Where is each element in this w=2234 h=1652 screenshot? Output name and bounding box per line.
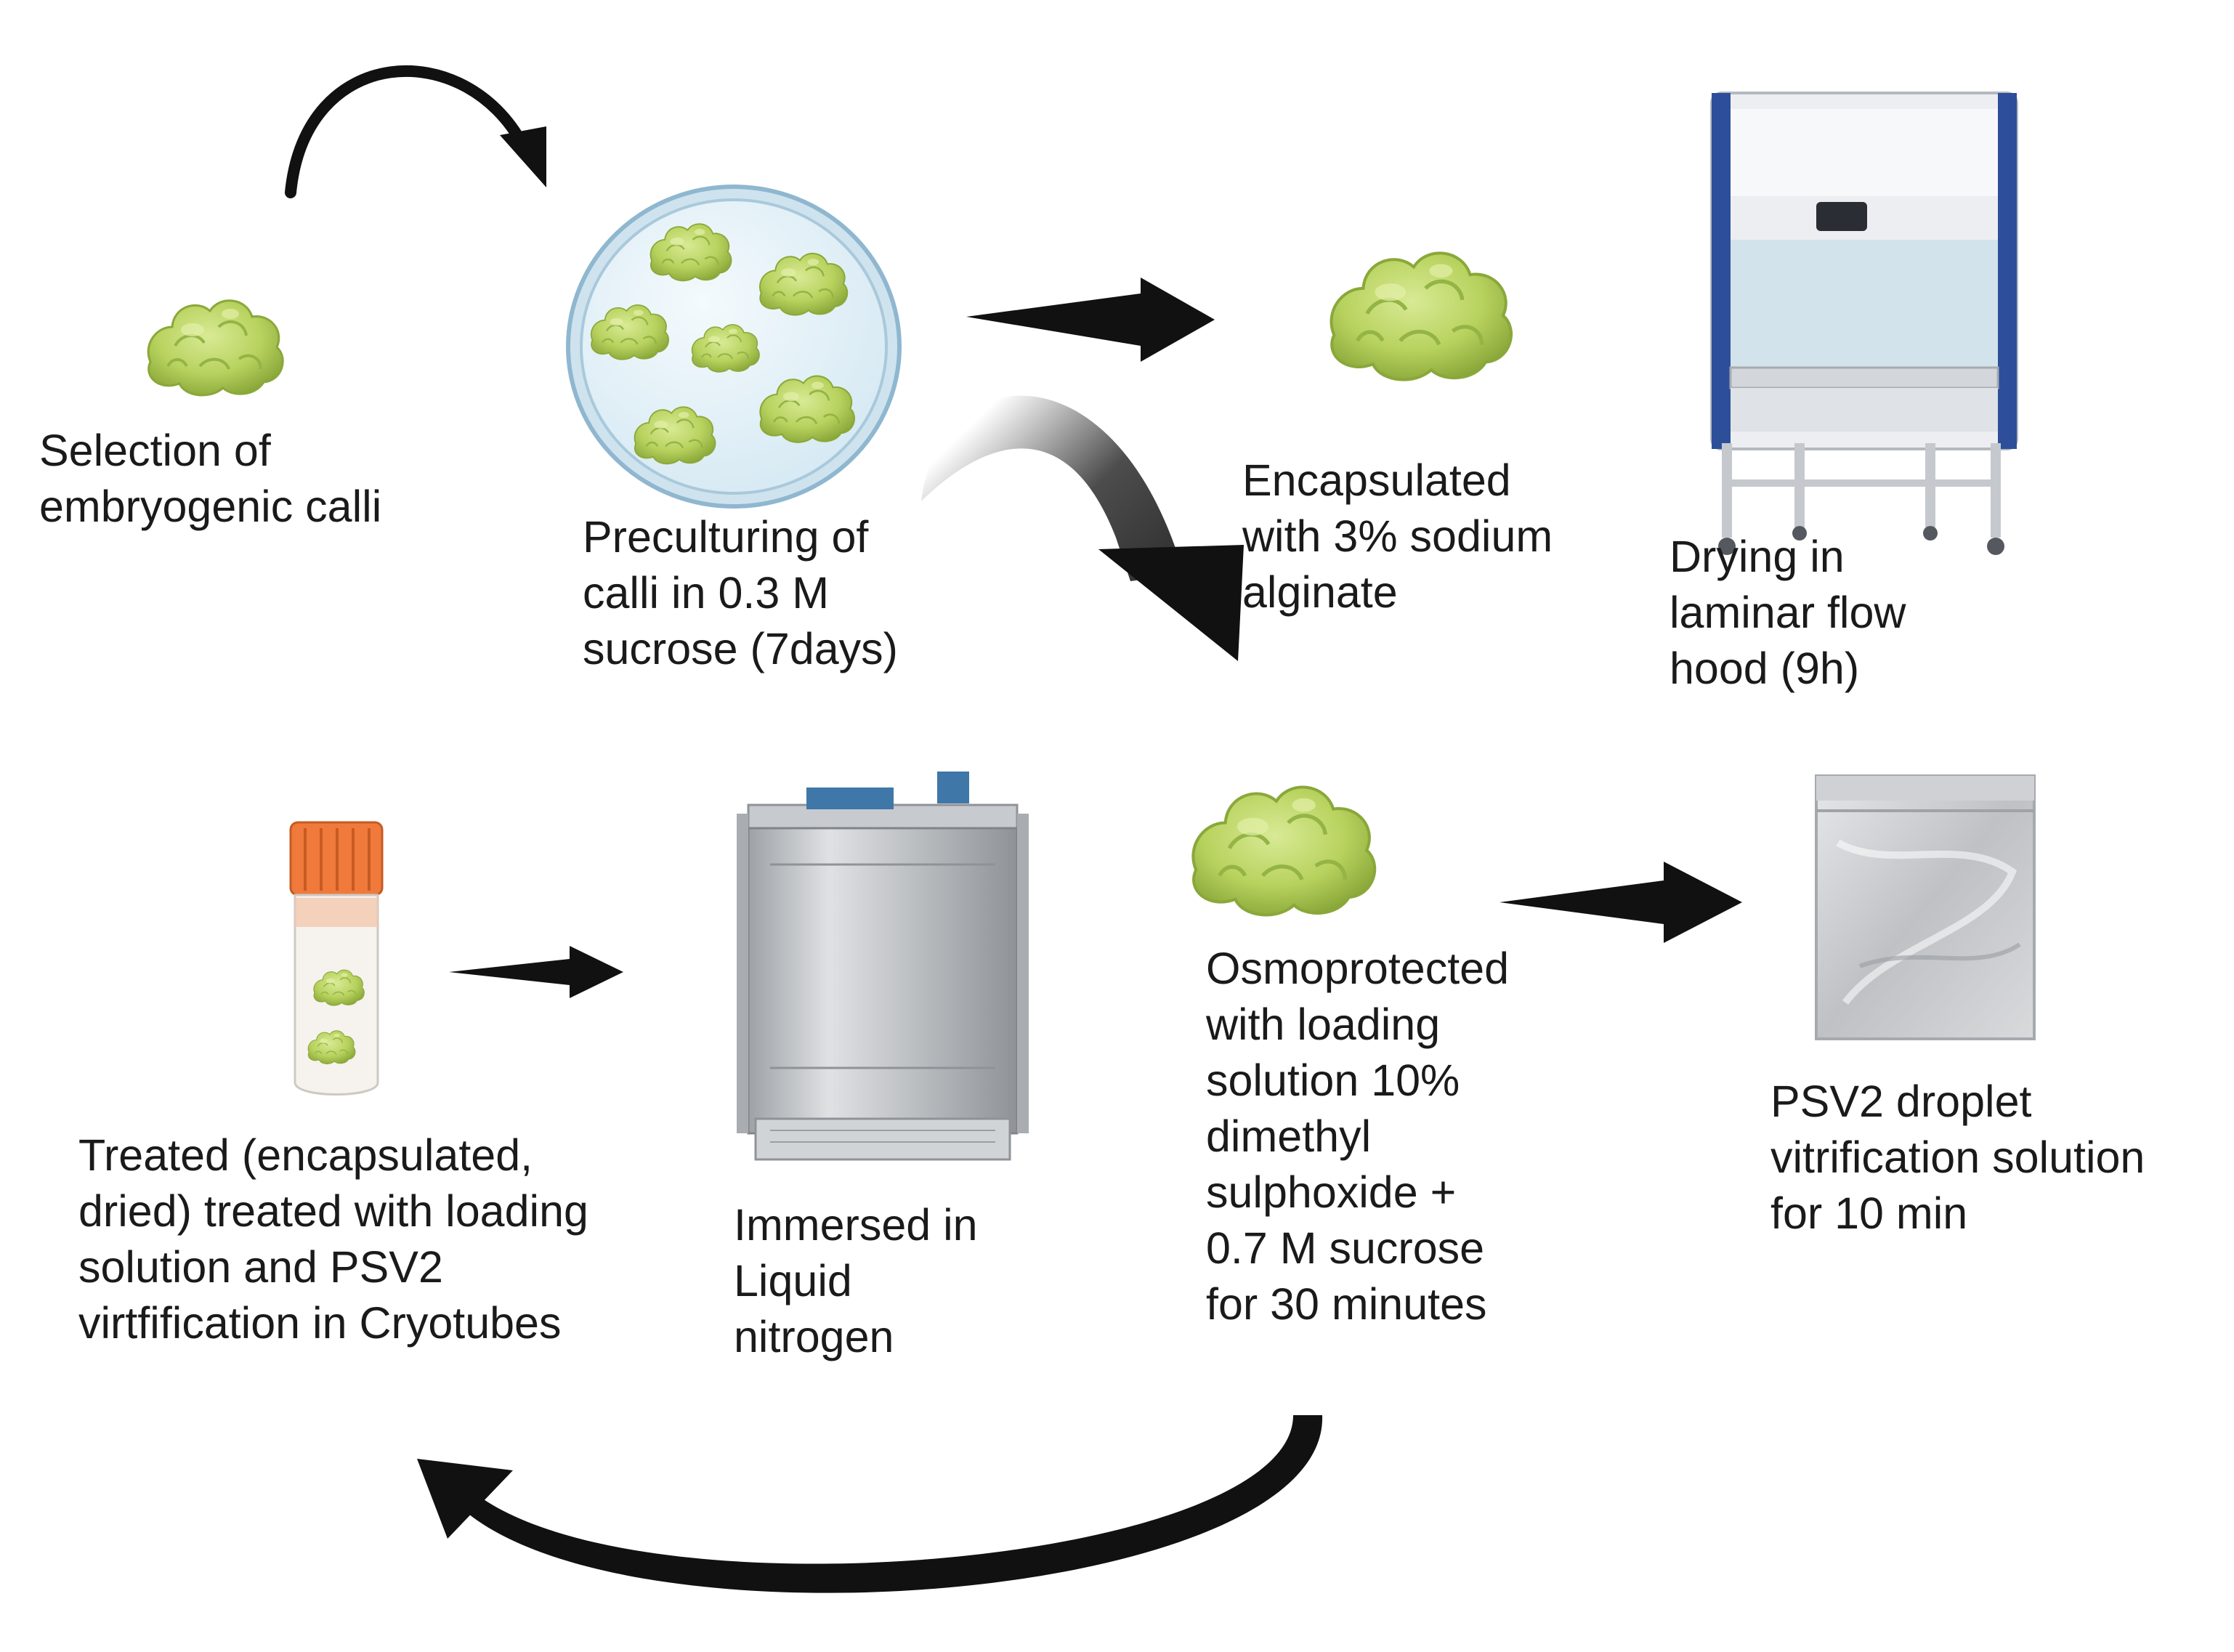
- label-line: hood (9h): [1670, 644, 1860, 693]
- label-drying: Drying in laminar flow hood (9h): [1670, 529, 1906, 697]
- label-line: Immersed in: [734, 1200, 978, 1250]
- label-line: Liquid: [734, 1256, 852, 1305]
- label-line: for 30 minutes: [1206, 1279, 1487, 1329]
- callus-icon: [1332, 253, 1512, 379]
- label-line: for 10 min: [1770, 1189, 1968, 1238]
- label-line: vitrification solution: [1770, 1133, 2145, 1182]
- label-line: dimethyl: [1206, 1112, 1372, 1161]
- label-line: embryogenic calli: [39, 482, 382, 531]
- label-line: dried) treated with loading: [78, 1186, 588, 1236]
- liquid-nitrogen-dewar-icon: [737, 772, 1029, 1161]
- label-line: solution and PSV2: [78, 1242, 443, 1292]
- label-line: alginate: [1242, 567, 1398, 617]
- label-line: calli in 0.3 M: [583, 568, 830, 618]
- label-line: Preculturing of: [583, 512, 869, 562]
- label-immersion: Immersed in Liquid nitrogen: [734, 1197, 978, 1365]
- label-line: solution 10%: [1206, 1056, 1460, 1105]
- label-encapsulation: Encapsulated with 3% sodium alginate: [1242, 453, 1553, 620]
- label-line: virtfification in Cryotubes: [78, 1298, 562, 1348]
- label-line: with loading: [1206, 1000, 1441, 1049]
- cryotube-icon: [289, 821, 384, 1096]
- label-line: Osmoprotected: [1206, 944, 1510, 993]
- foil-pouch-icon: [1815, 774, 2036, 1040]
- arrow-right-icon: [449, 946, 623, 998]
- label-selection: Selection of embryogenic calli: [39, 423, 381, 535]
- callus-icon: [1193, 787, 1375, 915]
- label-preculture: Preculturing of calli in 0.3 M sucrose (…: [583, 509, 898, 677]
- label-line: Encapsulated: [1242, 455, 1511, 505]
- label-line: with 3% sodium: [1242, 511, 1553, 561]
- arrow-right-icon: [966, 278, 1215, 362]
- label-line: Selection of: [39, 426, 271, 475]
- arrow-right-icon: [1500, 862, 1742, 943]
- label-line: PSV2 droplet: [1770, 1077, 2032, 1126]
- label-osmoprotection: Osmoprotected with loading solution 10% …: [1206, 941, 1509, 1332]
- label-cryotube: Treated (encapsulated, dried) treated wi…: [78, 1127, 588, 1351]
- label-line: nitrogen: [734, 1312, 894, 1361]
- petri-dish-icon: [566, 185, 902, 509]
- label-line: 0.7 M sucrose: [1206, 1223, 1485, 1273]
- label-line: Drying in: [1670, 532, 1845, 581]
- curved-arrow-top-left-icon: [285, 65, 546, 198]
- label-line: Treated (encapsulated,: [78, 1130, 533, 1180]
- laminar-flow-hood-icon: [1710, 92, 2018, 555]
- label-psv2: PSV2 droplet vitrification solution for …: [1770, 1074, 2145, 1242]
- curved-arrow-down-icon: [921, 395, 1244, 661]
- label-line: sucrose (7days): [583, 624, 898, 673]
- label-line: sulphoxide +: [1206, 1167, 1457, 1217]
- callus-icon: [147, 299, 285, 397]
- label-line: laminar flow: [1670, 588, 1906, 637]
- curved-arrow-bottom-icon: [417, 1415, 1323, 1593]
